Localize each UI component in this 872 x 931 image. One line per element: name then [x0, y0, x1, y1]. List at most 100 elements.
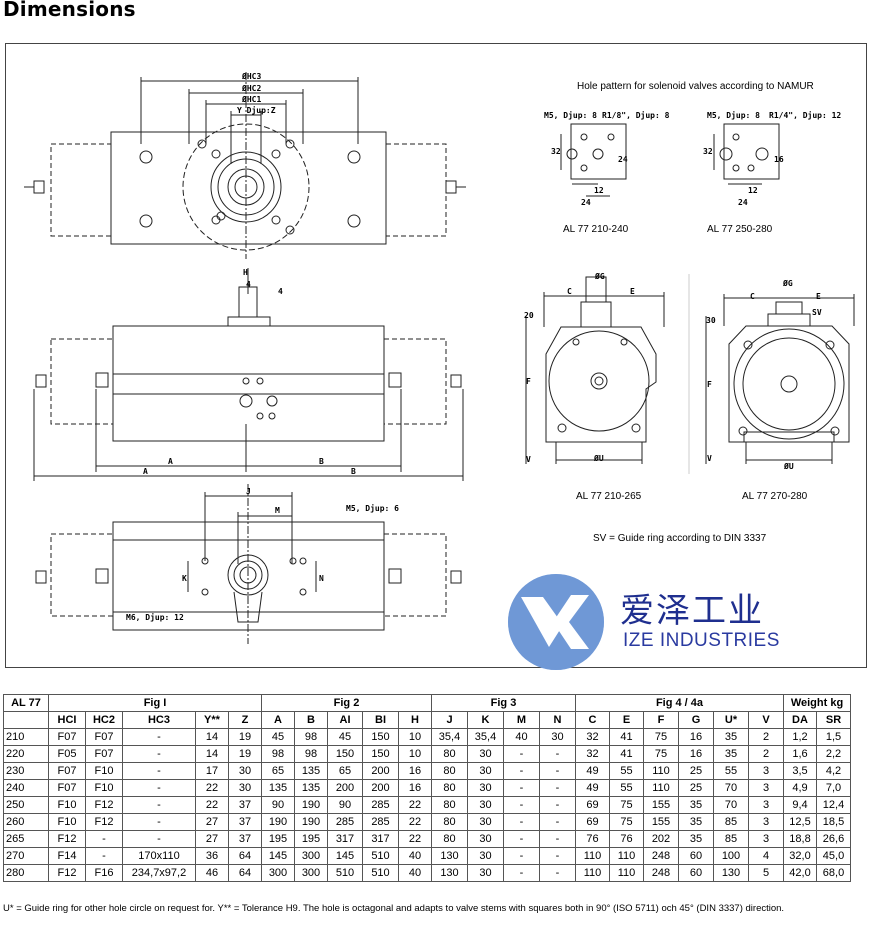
table-cell: 285	[362, 796, 399, 814]
table-cell: 135	[294, 779, 328, 797]
table-cell: 12,5	[783, 813, 817, 831]
table-cell: 190	[261, 813, 295, 831]
table-cell: -	[503, 813, 540, 831]
table-cell: 210	[3, 728, 49, 746]
footnote: U* = Guide ring for other hole circle on…	[3, 903, 785, 914]
group-header: AL 77	[3, 694, 49, 712]
dim-12b: 12	[748, 186, 758, 195]
table-cell: F10	[48, 796, 86, 814]
table-cell: F12	[48, 830, 86, 848]
table-cell: 110	[575, 864, 610, 882]
dim-a2: A	[143, 467, 148, 476]
table-cell: F10	[85, 779, 123, 797]
table-cell: 30	[228, 762, 262, 780]
table-cell: 2	[748, 745, 784, 763]
table-cell: 200	[362, 762, 399, 780]
column-header: M	[503, 711, 540, 729]
sv-note: SV = Guide ring according to DIN 3337	[593, 533, 767, 544]
table-cell: 75	[643, 745, 679, 763]
caption-al77-210-240: AL 77 210-240	[563, 224, 629, 235]
table-group-header-row: AL 77 Fig I Fig 2 Fig 3 Fig 4 / 4a Weigh…	[3, 694, 851, 712]
table-cell: 49	[575, 762, 610, 780]
table-cell: 49	[575, 779, 610, 797]
dim-m6-12: M6, Djup: 12	[126, 613, 184, 622]
table-cell: 90	[261, 796, 295, 814]
actuator-front-view	[33, 268, 464, 481]
table-cell: -	[503, 830, 540, 848]
table-cell: 22	[398, 813, 432, 831]
logo-chinese-text: 爱泽工业	[620, 591, 764, 631]
dim-20: 20	[524, 311, 534, 320]
dim-v2: V	[707, 454, 712, 463]
table-cell: 30	[467, 813, 504, 831]
table-cell: 55	[713, 762, 749, 780]
table-cell: 130	[431, 864, 468, 882]
table-cell: 100	[713, 847, 749, 865]
table-cell: 145	[261, 847, 295, 865]
column-header: HCI	[48, 711, 86, 729]
table-cell: 3	[748, 796, 784, 814]
table-cell: 80	[431, 762, 468, 780]
table-cell: F16	[85, 864, 123, 882]
table-cell: 35,4	[431, 728, 468, 746]
table-cell: 32,0	[783, 847, 817, 865]
table-cell: -	[539, 779, 576, 797]
table-cell: 135	[294, 762, 328, 780]
table-cell: 30	[467, 745, 504, 763]
column-header: F	[643, 711, 679, 729]
table-cell: 155	[643, 813, 679, 831]
table-cell: 9,4	[783, 796, 817, 814]
table-cell: -	[503, 796, 540, 814]
table-cell: 45	[261, 728, 295, 746]
dim-b1: B	[319, 457, 324, 466]
side-view-210-265	[525, 276, 665, 464]
table-cell: 19	[228, 745, 262, 763]
table-cell: 76	[575, 830, 610, 848]
actuator-top-view	[24, 72, 466, 259]
table-cell: 25	[678, 762, 714, 780]
table-cell: 300	[261, 864, 295, 882]
table-cell: 35	[713, 745, 749, 763]
table-cell: 64	[228, 847, 262, 865]
table-cell: 26,6	[816, 830, 851, 848]
table-cell: 510	[327, 864, 363, 882]
dim-16: 16	[774, 155, 784, 164]
column-header: Y**	[195, 711, 229, 729]
group-header: Fig 2	[261, 694, 432, 712]
table-cell: -	[122, 728, 196, 746]
table-cell: 16	[678, 745, 714, 763]
table-cell: 80	[431, 745, 468, 763]
table-cell: 30	[467, 847, 504, 865]
table-cell: 200	[327, 779, 363, 797]
table-cell: 300	[294, 864, 328, 882]
dim-r18: R1/8", Djup: 8	[602, 111, 670, 120]
table-cell: 90	[327, 796, 363, 814]
hole-pattern-210-240	[560, 123, 627, 197]
table-cell: 30	[467, 762, 504, 780]
table-cell: 110	[609, 847, 644, 865]
column-header: B	[294, 711, 328, 729]
dim-m5-8b: M5, Djup: 8	[707, 111, 760, 120]
column-header: HC2	[85, 711, 123, 729]
dim-n: N	[319, 574, 324, 583]
hole-pattern-title: Hole pattern for solenoid valves accordi…	[577, 81, 814, 92]
table-cell: 70	[713, 796, 749, 814]
table-cell: 195	[261, 830, 295, 848]
column-header: AI	[327, 711, 363, 729]
column-header: BI	[362, 711, 399, 729]
dim-32a: 32	[551, 147, 561, 156]
table-cell: 17	[195, 762, 229, 780]
table-cell: 76	[609, 830, 644, 848]
ize-logo-icon	[508, 574, 604, 670]
dim-k: K	[182, 574, 187, 583]
dimensions-table: AL 77 Fig I Fig 2 Fig 3 Fig 4 / 4a Weigh…	[3, 694, 851, 882]
table-cell: 265	[3, 830, 49, 848]
table-cell: -	[122, 830, 196, 848]
dim-r14: R1/4", Djup: 12	[769, 111, 842, 120]
table-cell: 220	[3, 745, 49, 763]
table-cell: 4,9	[783, 779, 817, 797]
